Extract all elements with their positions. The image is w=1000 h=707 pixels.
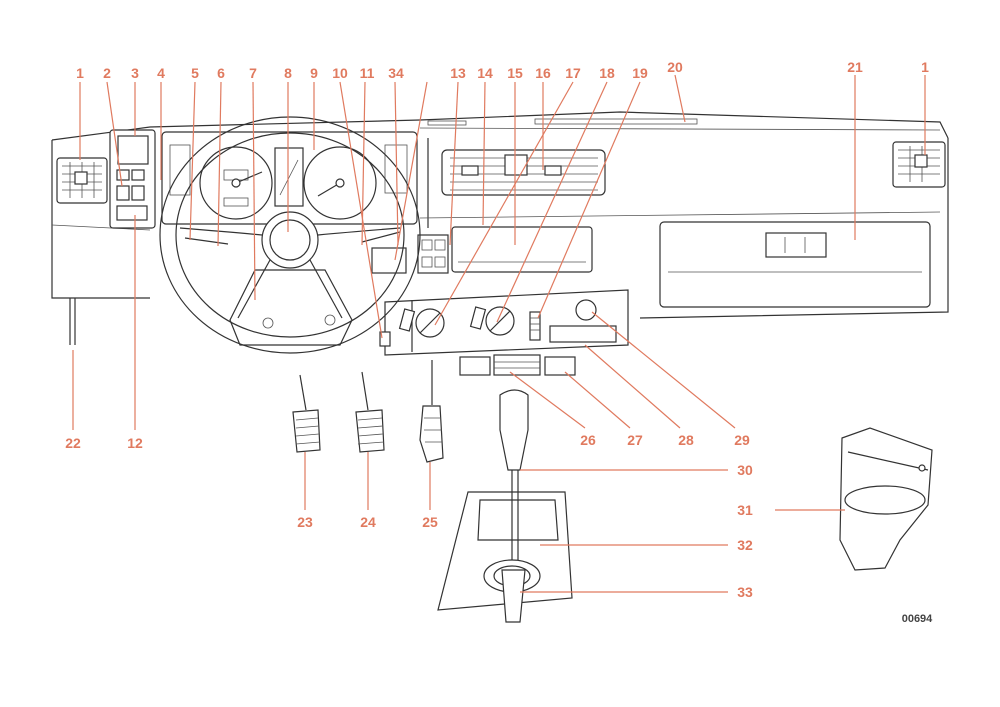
gear-lever-console (437, 389, 573, 623)
callout-label: 2 (103, 65, 111, 81)
callout-label: 13 (450, 65, 466, 81)
callout-label: 6 (217, 65, 225, 81)
callout-label: 7 (249, 65, 257, 81)
heater-control-panel (379, 289, 629, 376)
bonnet-release-lever (69, 298, 76, 345)
callout-label: 3 (131, 65, 139, 81)
right-air-vent (892, 141, 946, 188)
left-air-vent (56, 157, 108, 204)
ashtray-detail (839, 427, 933, 571)
callout-label: 20 (667, 59, 683, 75)
callout-label: 26 (580, 432, 596, 448)
callout-label: 18 (599, 65, 615, 81)
callout-label: 12 (127, 435, 143, 451)
callout-label: 11 (360, 65, 375, 81)
callout-label: 9 (310, 65, 318, 81)
callout-label: 19 (632, 65, 648, 81)
dashboard-outline (51, 111, 949, 352)
callout-label: 22 (65, 435, 81, 451)
leader-lines (72, 74, 926, 593)
callout-label: 24 (360, 514, 376, 530)
callout-label: 23 (297, 514, 313, 530)
callout-label: 4 (157, 65, 165, 81)
callout-label: 29 (734, 432, 750, 448)
callout-label: 27 (627, 432, 643, 448)
centre-air-vents (441, 149, 606, 196)
centre-switches (371, 234, 449, 274)
left-switch-cluster (109, 129, 156, 229)
callout-labels: 1 2 3 4 5 6 7 8 9 10 11 34 13 14 15 16 1… (65, 59, 933, 625)
glove-box (659, 221, 931, 308)
callout-label: 25 (422, 514, 438, 530)
callout-label: 17 (565, 65, 581, 81)
callout-label: 31 (737, 502, 753, 518)
callout-label: 1 (921, 59, 929, 75)
callout-label: 10 (332, 65, 348, 81)
callout-label: 14 (477, 65, 493, 81)
pedals (292, 360, 444, 463)
radio-compartment (451, 226, 593, 273)
callout-label: 16 (535, 65, 551, 81)
callout-label: 32 (737, 537, 753, 553)
callout-label: 30 (737, 462, 753, 478)
callout-label: 33 (737, 584, 753, 600)
steering-wheel (159, 116, 421, 354)
callout-label: 34 (388, 65, 404, 81)
callout-label: 8 (284, 65, 292, 81)
instrument-cluster (161, 131, 418, 225)
reference-code: 00694 (902, 613, 933, 625)
callout-label: 21 (847, 59, 863, 75)
callout-label: 5 (191, 65, 199, 81)
callout-label: 1 (76, 65, 84, 81)
callout-label: 28 (678, 432, 694, 448)
callout-label: 15 (507, 65, 523, 81)
